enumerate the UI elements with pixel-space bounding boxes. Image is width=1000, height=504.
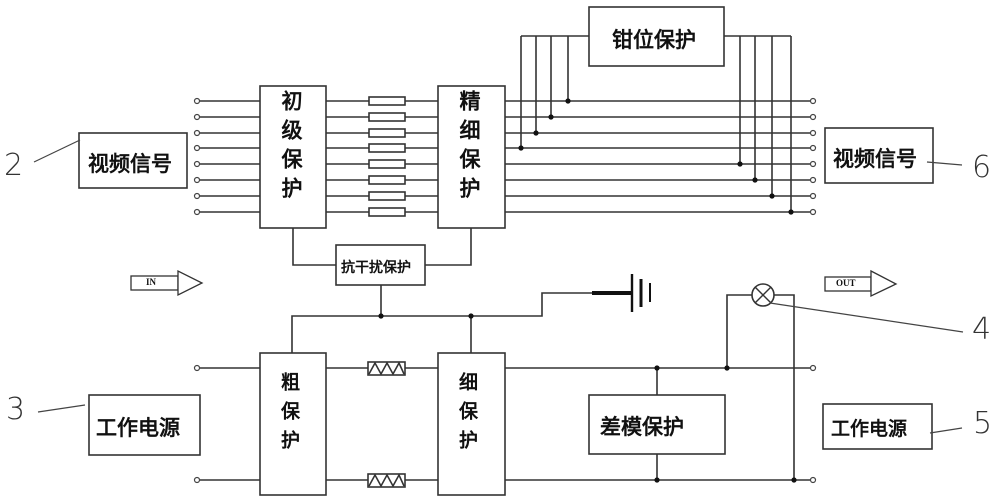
video-input-label: 视频信号 [88, 152, 172, 176]
primary-protection-label: 初级保护 [279, 90, 303, 206]
power-output-box [822, 403, 933, 450]
resistor [368, 112, 406, 122]
lamp-wire-left [726, 294, 752, 368]
in-arrow-icon [130, 269, 204, 297]
primary-protection-box [259, 85, 327, 229]
junction-dot [468, 313, 474, 319]
junction-dot [791, 477, 797, 483]
terminal [809, 476, 817, 484]
junction-dot [533, 130, 539, 136]
terminal [193, 476, 201, 484]
terminal [193, 208, 201, 216]
out-arrow-label: OUT [836, 278, 856, 288]
junction-dot [769, 193, 775, 199]
clamp-protection-label: 钳位保护 [612, 28, 696, 52]
ref-number-4: 4 [972, 312, 992, 347]
terminal [809, 160, 817, 168]
fine-protection-label: 精细保护 [457, 90, 481, 206]
leader-line-3 [37, 404, 86, 413]
terminal [193, 160, 201, 168]
clamp-wires [518, 35, 794, 215]
resistor [368, 175, 406, 185]
inductor-top [367, 361, 406, 376]
clamp-protection-box [588, 6, 725, 67]
resistor-array [368, 96, 406, 217]
anti-interference-box [335, 244, 426, 286]
power-input-box [88, 394, 201, 456]
resistor [368, 207, 406, 217]
video-input-box [78, 132, 188, 189]
video-output-label: 视频信号 [833, 147, 917, 171]
in-arrow-label: IN [146, 277, 157, 287]
terminal [193, 364, 201, 372]
resistor [368, 159, 406, 169]
leader-line-5 [929, 427, 963, 434]
terminal [193, 97, 201, 105]
terminal [193, 129, 201, 137]
terminal [193, 176, 201, 184]
resistor [368, 128, 406, 138]
terminal [809, 192, 817, 200]
leader-line-2 [33, 139, 81, 163]
video-output-box [824, 127, 934, 184]
resistor [368, 143, 406, 153]
power-output-label: 工作电源 [831, 418, 908, 440]
out-arrow-icon [824, 269, 898, 298]
coarse-protection-box [259, 352, 327, 496]
fine-power-protection-label: 细保护 [456, 372, 478, 459]
leader-line-6 [926, 161, 963, 166]
junction-dot [737, 161, 743, 167]
junction-dot [724, 365, 730, 371]
anti-interference-wire-left [292, 228, 336, 266]
terminal [193, 144, 201, 152]
differential-protection-label: 差模保护 [600, 415, 684, 439]
ground-icon [592, 274, 651, 312]
junction-dot [788, 209, 794, 215]
inductor-bottom [367, 473, 406, 488]
ref-number-5: 5 [973, 406, 993, 441]
junction-dot [378, 313, 384, 319]
terminal [809, 364, 817, 372]
ref-number-6: 6 [972, 150, 992, 185]
anti-interference-wire-right [425, 228, 472, 266]
junction-dot [654, 477, 660, 483]
junction-dot [752, 177, 758, 183]
ground-bus [291, 292, 592, 353]
terminal [809, 208, 817, 216]
power-input-label: 工作电源 [96, 416, 180, 440]
resistor [368, 191, 406, 201]
junction-dot [565, 98, 571, 104]
terminal [809, 176, 817, 184]
fine-power-protection-box [437, 352, 506, 496]
video-signal-lines [193, 97, 817, 216]
terminal [809, 113, 817, 121]
leader-line-4 [769, 302, 964, 333]
lamp-wire-right [774, 294, 795, 480]
fine-protection-box [437, 85, 506, 229]
junction-dot [548, 114, 554, 120]
terminal [809, 144, 817, 152]
junction-dot [518, 145, 524, 151]
terminal [193, 192, 201, 200]
ref-number-2: 2 [4, 148, 24, 183]
terminal [809, 129, 817, 137]
terminal [193, 113, 201, 121]
anti-interference-label: 抗干扰保护 [341, 260, 411, 276]
differential-protection-box [588, 394, 726, 455]
ref-number-3: 3 [6, 392, 26, 427]
coarse-protection-label: 粗保护 [278, 372, 300, 459]
indicator-lamp-icon [751, 283, 775, 307]
junction-dot [654, 365, 660, 371]
resistor [368, 96, 406, 106]
terminal [809, 97, 817, 105]
